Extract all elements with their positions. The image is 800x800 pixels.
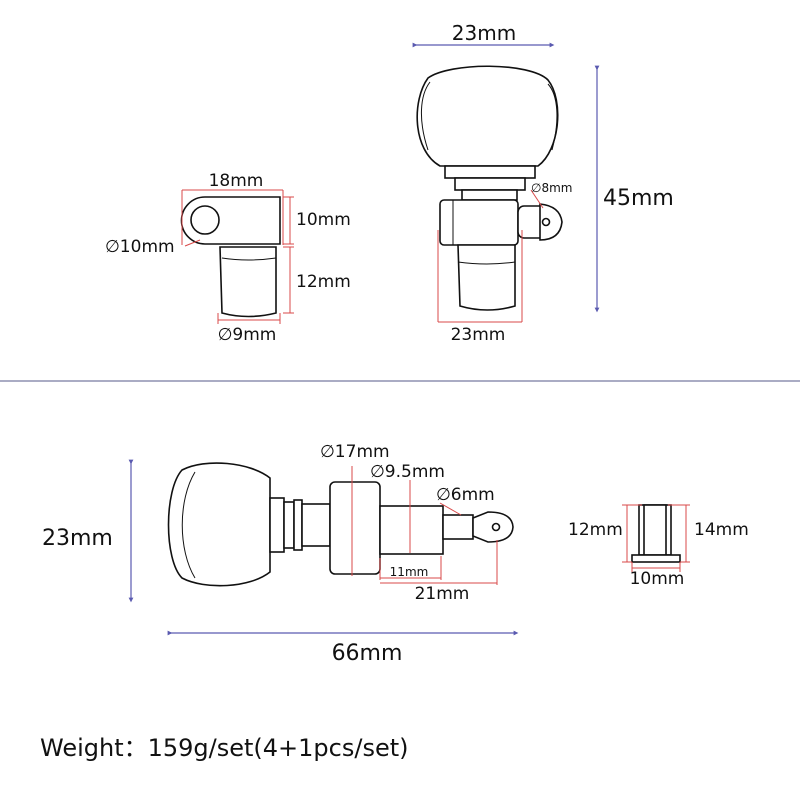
front-sleeve [457, 244, 516, 311]
label-base-width: 23mm [451, 325, 506, 345]
label-bushing-sleeve-diameter: ∅9mm [218, 325, 277, 345]
label-bushing-width: 18mm [209, 171, 264, 191]
label-bushing-sleeve-height: 12mm [296, 272, 351, 292]
label-total-length: 66mm [332, 641, 403, 666]
label-bushing-hole: ∅10mm [105, 237, 175, 257]
label-side-knob-height: 23mm [42, 526, 113, 551]
label-total-height: 45mm [603, 186, 674, 211]
side-shaft [379, 505, 444, 555]
tuner-front-drawing [412, 42, 600, 323]
tuner-side-drawing [128, 459, 519, 636]
bushing-sleeve [219, 246, 277, 318]
nut-drawing [622, 504, 690, 572]
shaft-tip [539, 203, 563, 241]
label-post-length: 21mm [415, 584, 470, 604]
label-shaft-diameter: ∅9.5mm [370, 462, 445, 482]
side-knob [167, 462, 271, 587]
label-nut-height-right: 14mm [694, 520, 749, 540]
bushing-hole-icon [190, 205, 220, 235]
bushing-drawing [180, 189, 294, 324]
label-top-knob-width: 23mm [452, 21, 516, 45]
front-collar [439, 199, 519, 246]
label-shaft-length: 11mm [390, 565, 429, 579]
label-bushing-plate-height: 10mm [296, 210, 351, 230]
weight-text: Weight：159g/set(4+1pcs/set) [40, 734, 409, 762]
front-knob [416, 65, 559, 167]
label-nut-height-left: 12mm [568, 520, 623, 540]
side-post [442, 514, 474, 540]
label-collar-diameter: ∅17mm [320, 442, 390, 462]
side-collar [329, 481, 381, 575]
nut-flange [631, 554, 681, 563]
label-shaft-tip-diameter: ∅8mm [531, 181, 572, 195]
label-nut-width: 10mm [630, 569, 685, 589]
label-post-diameter: ∅6mm [436, 485, 495, 505]
